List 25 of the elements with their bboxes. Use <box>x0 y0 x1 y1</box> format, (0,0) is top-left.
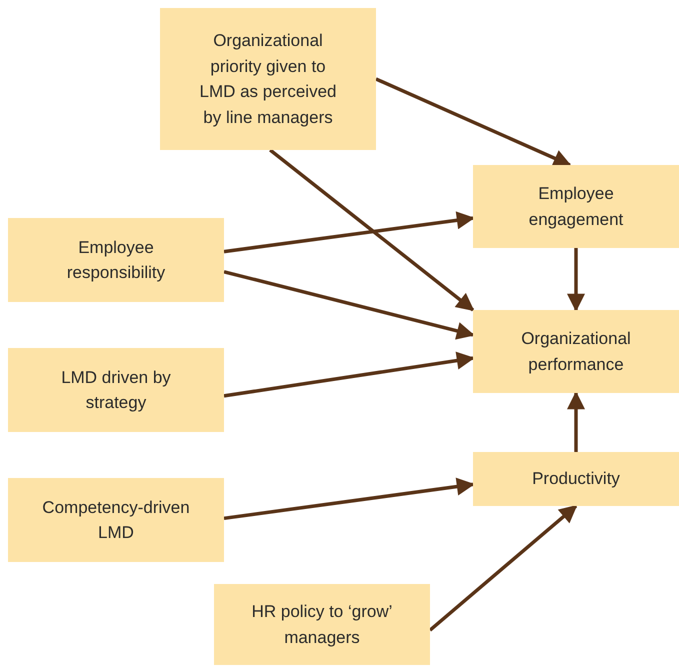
arrow <box>567 248 585 312</box>
box-label: HR policy to ‘grow’ managers <box>250 601 394 648</box>
process-box <box>8 218 224 302</box>
arrow <box>224 352 475 398</box>
process-box <box>473 165 679 248</box>
process-box <box>8 348 224 432</box>
process-box <box>160 8 376 150</box>
arrow <box>428 504 578 632</box>
box-label: LMD driven by strategy <box>60 366 172 414</box>
box-label: Organizational priority given to LMD as perceived by line managers <box>198 30 338 128</box>
process-box <box>473 310 679 393</box>
box-label: Employee engagement <box>528 183 624 230</box>
arrow <box>224 211 475 254</box>
arrow <box>224 478 475 520</box>
arrow <box>375 77 572 167</box>
arrow <box>269 148 474 312</box>
arrow <box>567 391 585 452</box>
box-label: Organizational performance <box>520 328 632 376</box>
process-box <box>214 584 430 665</box>
process-box <box>473 452 679 506</box>
box-label: Productivity <box>532 468 620 490</box>
box-label: Employee responsibility <box>66 236 166 284</box>
arrow <box>224 270 475 340</box>
process-box <box>8 478 224 562</box>
box-label: Competency-driven LMD <box>42 496 190 544</box>
